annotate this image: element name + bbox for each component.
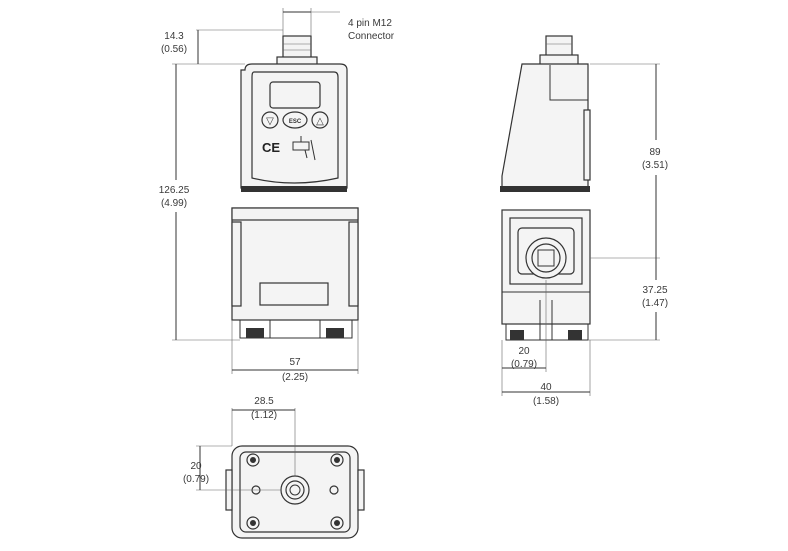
down-button-label: ▽ [266,116,274,127]
front-view: ▽ ESC △ CE [231,35,359,339]
dim-14-3: 14.3 [164,31,184,42]
esc-button-icon [282,111,308,129]
dim-89-in: (3.51) [642,160,668,171]
ce-mark: CE [262,140,280,155]
side-connector [545,35,573,57]
dim-126-25: 126.25 [159,185,190,196]
dim-20-side-in: (0.79) [511,359,537,370]
bottom-port-inner [285,480,305,500]
connector-note-line2: Connector [348,31,395,42]
dim-14-3-in: (0.56) [161,44,187,55]
front-connector [282,35,312,59]
dim-28-5-in: (1.12) [251,410,277,421]
side-collar [500,186,590,192]
bottom-dimensions [196,408,296,491]
dim-28-5: 28.5 [254,396,274,407]
dim-20-bottom: 20 [190,461,202,472]
dim-40: 40 [540,382,552,393]
dim-57-in: (2.25) [282,372,308,383]
dim-20-side: 20 [518,346,530,357]
dim-37-25-in: (1.47) [642,298,668,309]
front-collar [241,186,347,192]
valve-symbol-icon [292,136,316,161]
connector-note-line1: 4 pin M12 [348,18,392,29]
front-display [269,81,321,109]
dim-37-25: 37.25 [642,285,667,296]
up-button-label: △ [316,116,324,127]
dim-20-bottom-in: (0.79) [183,474,209,485]
side-head [501,63,589,189]
up-button-icon [311,111,329,129]
down-button-icon [261,111,279,129]
front-label-plate [259,282,329,306]
dim-57: 57 [289,357,301,368]
side-view [500,35,591,341]
dim-89: 89 [649,147,661,158]
front-dimensions [172,8,359,374]
esc-button-label: ESC [289,119,302,125]
dim-40-in: (1.58) [533,396,559,407]
side-dimensions [501,63,660,396]
dim-126-25-in: (4.99) [161,198,187,209]
side-port-inner [531,243,561,273]
